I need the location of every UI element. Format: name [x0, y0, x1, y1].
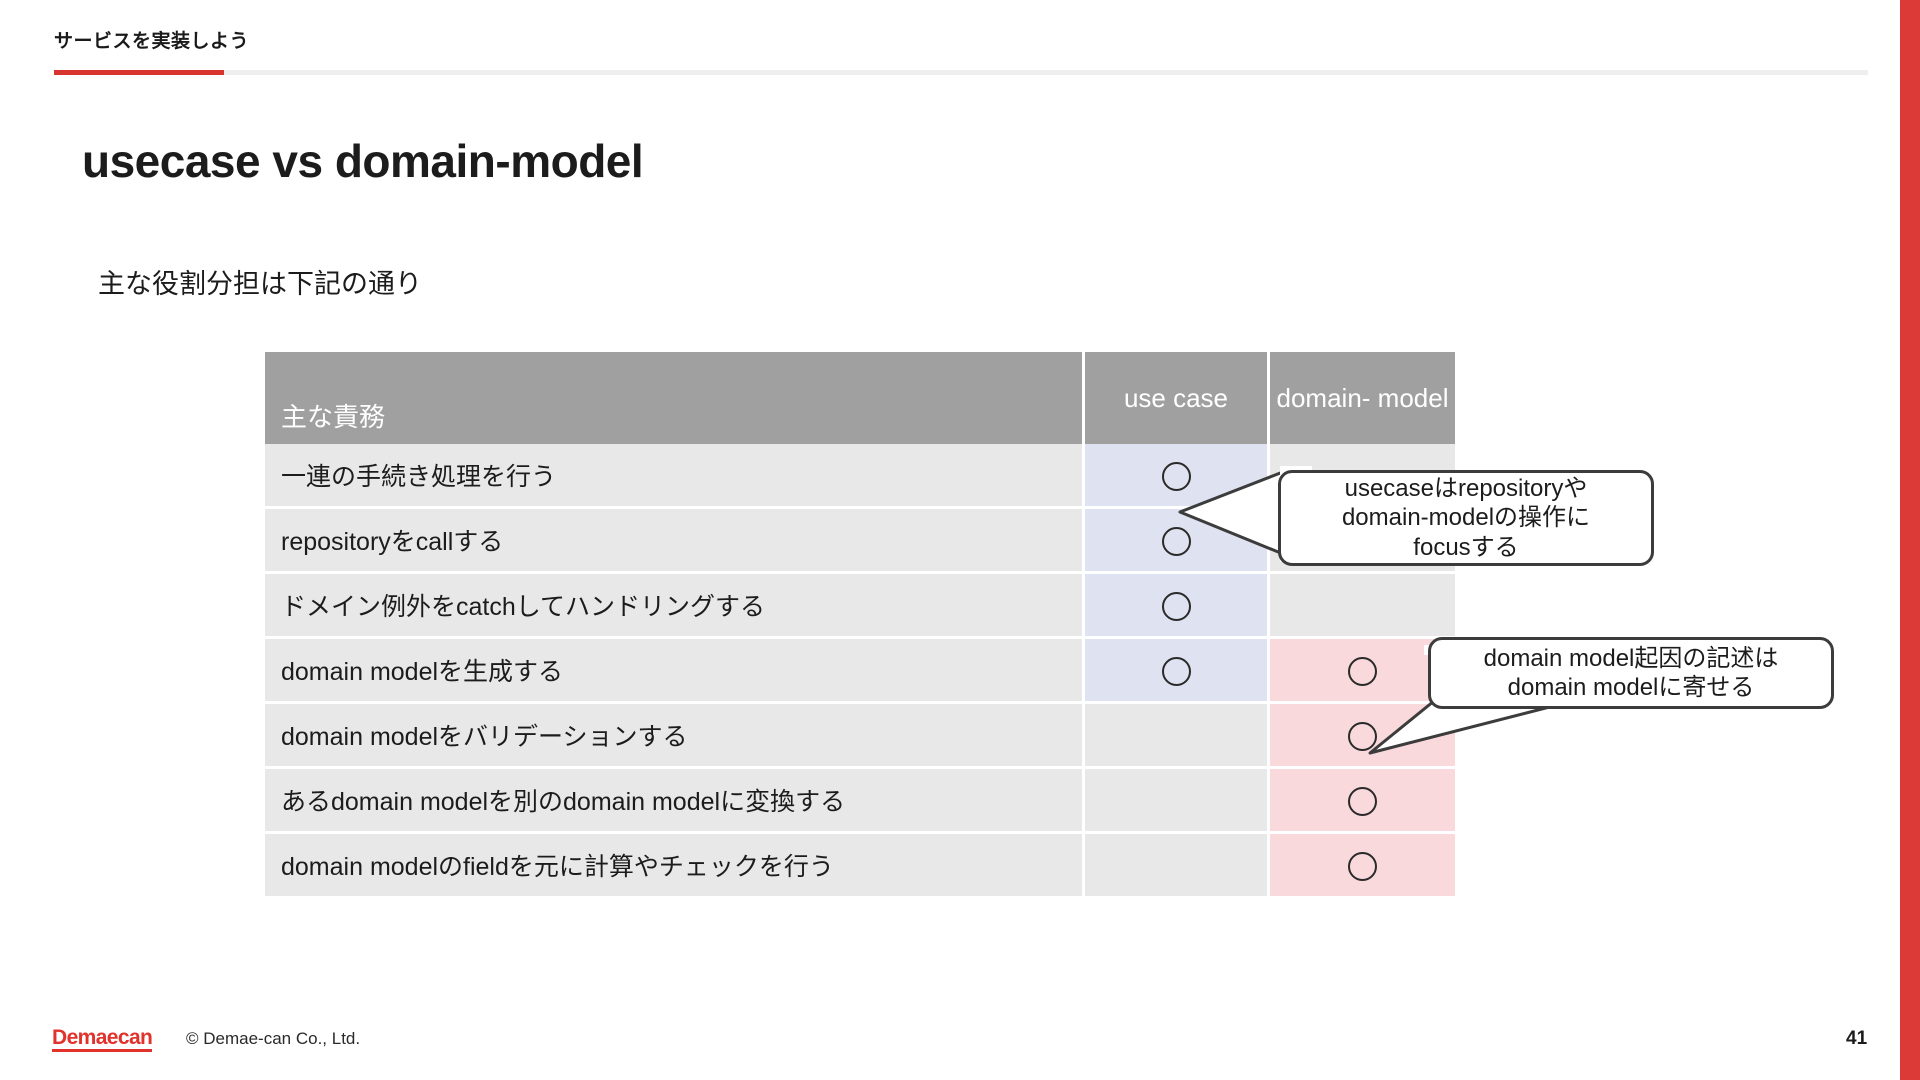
cell-usecase	[1085, 574, 1270, 639]
table-row: domain modelを生成する	[265, 639, 1455, 704]
column-header-usecase: use case	[1085, 352, 1270, 444]
circle-mark-icon	[1348, 656, 1377, 686]
circle-mark-icon	[1161, 591, 1191, 621]
table-header-row: 主な責務 use case domain- model	[265, 352, 1455, 444]
callout-domain-model: domain model起因の記述は domain modelに寄せる	[1428, 637, 1834, 709]
cell-duty: 一連の手続き処理を行う	[265, 444, 1085, 509]
table-row: ドメイン例外をcatchしてハンドリングする	[265, 574, 1455, 639]
cell-domain-model	[1270, 769, 1455, 834]
callout-usecase: usecaseはrepositoryや domain-modelの操作に foc…	[1278, 470, 1654, 566]
cell-domain-model	[1270, 834, 1455, 896]
table-row: domain modelをバリデーションする	[265, 704, 1455, 769]
header-section-label: サービスを実装しよう	[54, 31, 250, 52]
circle-mark-icon	[1161, 656, 1191, 686]
cell-duty: domain modelを生成する	[265, 639, 1085, 704]
header-rule-accent	[54, 70, 224, 75]
cell-duty: ドメイン例外をcatchしてハンドリングする	[265, 574, 1085, 639]
page-subtitle: 主な役割分担は下記の通り	[98, 269, 422, 299]
cell-duty: repositoryをcallする	[265, 509, 1085, 574]
cell-usecase	[1085, 704, 1270, 769]
table-row: あるdomain modelを別のdomain modelに変換する	[265, 769, 1455, 834]
cell-usecase	[1085, 769, 1270, 834]
table-row: domain modelのfieldを元に計算やチェックを行う	[265, 834, 1455, 896]
cell-usecase	[1085, 834, 1270, 896]
circle-mark-icon	[1161, 461, 1191, 491]
page-title: usecase vs domain-model	[82, 135, 644, 187]
header-rule	[54, 70, 1868, 75]
cell-duty: domain modelのfieldを元に計算やチェックを行う	[265, 834, 1085, 896]
right-edge-accent-bar	[1900, 0, 1920, 1080]
circle-mark-icon	[1348, 721, 1377, 751]
demaecan-logo: Demaecan	[52, 1027, 153, 1052]
slide-header: サービスを実装しよう	[0, 0, 1920, 80]
copyright-text: © Demae-can Co., Ltd.	[186, 1029, 361, 1048]
cell-domain-model	[1270, 574, 1455, 639]
cell-usecase	[1085, 639, 1270, 704]
cell-duty: あるdomain modelを別のdomain modelに変換する	[265, 769, 1085, 834]
page-number: 41	[1846, 1028, 1868, 1049]
table-header: 主な責務 use case domain- model	[265, 352, 1455, 444]
column-header-domain-model: domain- model	[1270, 352, 1455, 444]
circle-mark-icon	[1348, 786, 1377, 816]
cell-duty: domain modelをバリデーションする	[265, 704, 1085, 769]
circle-mark-icon	[1161, 526, 1191, 556]
column-header-duty: 主な責務	[265, 352, 1085, 444]
circle-mark-icon	[1348, 851, 1377, 881]
